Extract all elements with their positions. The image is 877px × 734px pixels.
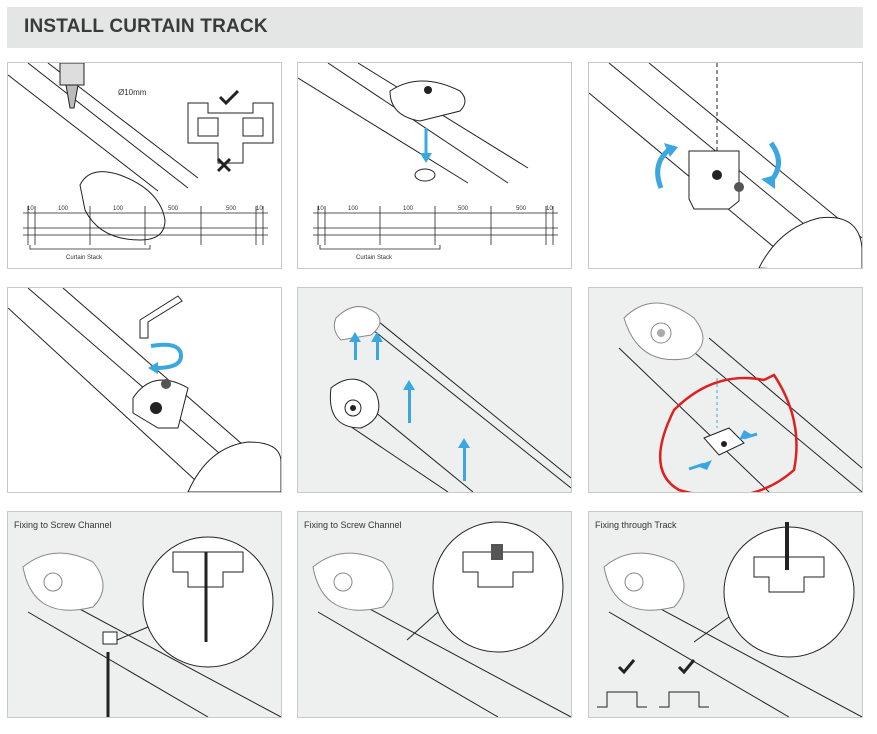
panel-caption: Fixing to Screw Channel: [14, 520, 112, 530]
insert-carrier-illustration: 10 100 100 500 500 10 Curtain Stack: [298, 63, 558, 261]
cross-mark-icon: [216, 157, 232, 173]
panel-insert-carrier: 10 100 100 500 500 10 Curtain Stack: [297, 62, 572, 269]
panel-screw-channel-2: Fixing to Screw Channel: [297, 511, 572, 718]
drill-size-label: Ø10mm: [118, 88, 147, 97]
page-title: INSTALL CURTAIN TRACK: [24, 16, 268, 37]
rotate-carrier-illustration: [589, 63, 862, 268]
screw-channel-illustration: [312, 521, 571, 717]
svg-text:100: 100: [348, 206, 359, 212]
check-mark-icon: [617, 659, 636, 675]
svg-text:10: 10: [546, 206, 553, 212]
down-arrow-icon: [420, 128, 432, 163]
drill-illustration: Ø10mm 10 100 100 500 500 10 Curtain Stac…: [8, 63, 274, 261]
svg-text:500: 500: [226, 206, 237, 212]
svg-text:500: 500: [458, 206, 469, 212]
curtain-stack-label: Curtain Stack: [356, 255, 393, 261]
through-track-illustration: [597, 522, 862, 717]
svg-text:100: 100: [403, 206, 414, 212]
drill-bit-icon: [59, 63, 85, 109]
panel-caption: Fixing to Screw Channel: [304, 520, 402, 530]
panel-tighten-screw: [7, 287, 282, 493]
panel-screw-channel-1: Fixing to Screw Channel: [7, 511, 282, 718]
svg-text:10: 10: [256, 206, 263, 212]
svg-text:100: 100: [113, 206, 124, 212]
annotation-circle: [659, 373, 798, 492]
svg-text:100: 100: [58, 206, 69, 212]
panel-through-track: Fixing through Track: [588, 511, 863, 718]
page-header: INSTALL CURTAIN TRACK: [7, 7, 863, 48]
rotate-arrow-icon: [150, 342, 184, 370]
hex-key-icon: [139, 295, 183, 339]
screw-channel-illustration: [22, 536, 281, 717]
clip-nut-illustration: [618, 302, 862, 492]
panel-caption: Fixing through Track: [595, 520, 677, 530]
squeeze-arrows-icon: [688, 430, 758, 471]
check-mark-icon: [677, 659, 696, 675]
slide-track-illustration: [329, 306, 571, 492]
panel-drill: Ø10mm 10 100 100 500 500 10 Curtain Stac…: [7, 62, 282, 269]
svg-text:10: 10: [317, 206, 324, 212]
curtain-stack-label: Curtain Stack: [66, 255, 103, 261]
check-mark-icon: [218, 89, 240, 106]
up-arrow-icon: [349, 332, 470, 481]
panel-rotate-carrier: [588, 62, 863, 269]
tighten-screw-illustration: [8, 288, 281, 492]
panel-clip-nut: [588, 287, 863, 493]
panel-slide-track: [297, 287, 572, 493]
svg-text:500: 500: [516, 206, 527, 212]
svg-text:500: 500: [168, 206, 179, 212]
svg-text:10: 10: [27, 206, 34, 212]
track-profile: [187, 102, 274, 164]
